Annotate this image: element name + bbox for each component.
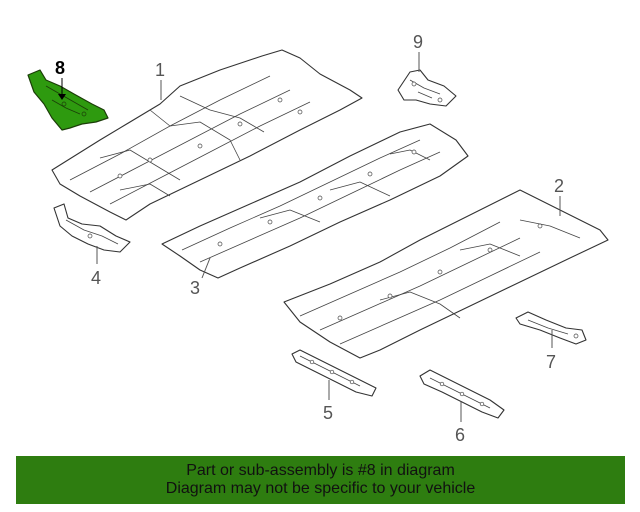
part-8-highlighted[interactable]	[27, 69, 109, 131]
callout-7[interactable]: 7	[546, 352, 556, 372]
banner-line-1: Part or sub-assembly is #8 in diagram	[186, 462, 455, 479]
callout-2[interactable]: 2	[554, 176, 564, 196]
callout-9[interactable]: 9	[413, 32, 423, 52]
leader-3	[201, 257, 211, 279]
part-1-front-floor[interactable]	[51, 49, 363, 221]
callout-4[interactable]: 4	[91, 268, 101, 288]
part-6-crossmember[interactable]	[419, 369, 505, 419]
part-3-center-floor[interactable]	[161, 123, 469, 279]
banner-line-2: Diagram may not be specific to your vehi…	[165, 480, 476, 497]
arrowhead-8	[58, 94, 66, 100]
part-7-bracket[interactable]	[515, 311, 587, 345]
callout-3[interactable]: 3	[190, 278, 200, 298]
callout-8[interactable]: 8	[55, 58, 65, 78]
callout-6[interactable]: 6	[455, 425, 465, 445]
part-2-rear-floor[interactable]	[283, 189, 609, 359]
part-4-bracket[interactable]	[53, 203, 131, 253]
part-5-crossmember[interactable]	[291, 349, 377, 397]
part-9-bracket[interactable]	[397, 69, 457, 107]
parts-diagram: 8 1 9 3 4	[27, 32, 609, 445]
callout-5[interactable]: 5	[323, 403, 333, 423]
info-banner: Part or sub-assembly is #8 in diagram Di…	[16, 456, 625, 504]
callout-1[interactable]: 1	[155, 60, 165, 80]
